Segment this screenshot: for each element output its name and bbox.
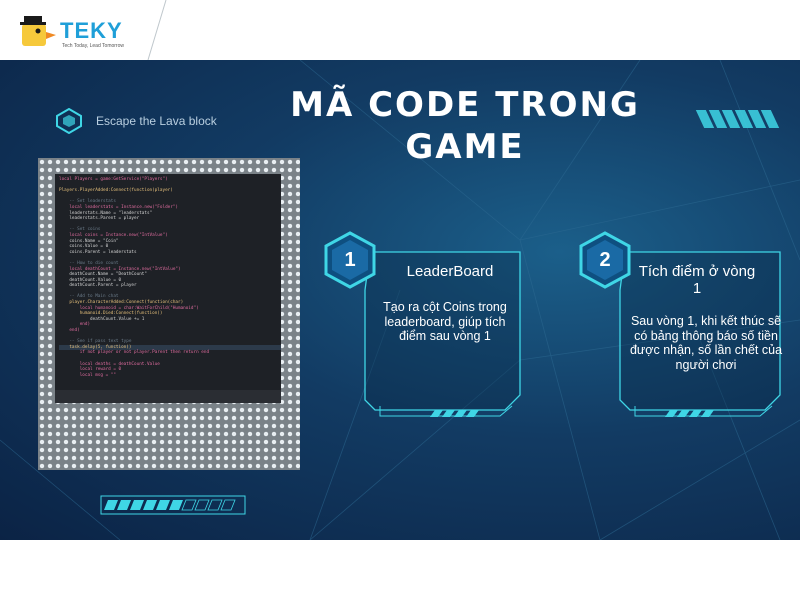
code-line: deathCount.Parent = player	[59, 283, 137, 289]
code-line: local coins = Instance.new("IntValue")	[59, 232, 168, 238]
header-divider	[147, 0, 167, 60]
code-line: -- Set coins	[59, 227, 101, 233]
code-line: local deaths = deathCount.Value	[59, 361, 160, 367]
code-line: local leaderstats = Instance.new("Folder…	[59, 204, 178, 210]
title-line-2: GAME	[405, 127, 525, 167]
card-2-badge: 2	[575, 230, 635, 290]
code-line: deathCount.Name = "DeathCount"	[59, 272, 147, 278]
card-1-title: LeaderBoard	[406, 263, 494, 280]
progress-decoration	[100, 495, 246, 515]
code-line: -- How to die count	[59, 260, 119, 266]
code-line: -- Add to Main chat	[59, 294, 119, 300]
code-line: coins.Name = "Coin"	[59, 238, 119, 244]
code-line: coins.Value = 0	[59, 244, 109, 250]
code-line: humanoid.Died:Connect(function()	[59, 311, 163, 317]
feature-card-2: 2 Tích điểm ở vòng 1 Sau vòng 1, khi kết…	[575, 230, 790, 430]
code-line: deathCount.Value = 0	[59, 277, 122, 283]
code-line: leaderstats.Parent = player	[59, 216, 140, 222]
code-line: Players.PlayerAdded:Connect(function(pla…	[59, 188, 173, 194]
chevron-decoration	[695, 110, 780, 128]
code-line: task.delay(5, function()	[59, 344, 281, 351]
code-line: if not player or not player.Parent then …	[59, 350, 210, 356]
hexagon-icon	[324, 231, 376, 289]
card-2-title: Tích điểm ở vòng 1	[638, 263, 756, 297]
code-block: local Players = game:GetService("Players…	[55, 174, 281, 390]
code-editor: local Players = game:GetService("Players…	[55, 174, 281, 403]
code-line: deathCount.Value += 1	[59, 316, 145, 322]
logo-tagline: Tech Today, Lead Tomorrow	[62, 43, 124, 49]
editor-output-panel	[55, 390, 281, 403]
card-1-number: 1	[344, 248, 356, 271]
card-2-body: Sau vòng 1, khi kết thúc sẽ có bảng thôn…	[629, 314, 783, 372]
hexagon-icon	[579, 231, 631, 289]
roblox-studio-icon	[56, 108, 82, 134]
card-2-number: 2	[599, 248, 611, 271]
card-1-frame	[364, 251, 521, 417]
code-line: player.CharacterAdded:Connect(function(c…	[59, 300, 184, 306]
card-1-badge: 1	[320, 230, 380, 290]
network-lines-decoration	[0, 60, 800, 540]
card-1-body: Tạo ra cột Coins trong leaderboard, giúp…	[383, 300, 507, 343]
game-tag: Escape the Lava block	[56, 108, 217, 134]
card-2-frame	[619, 251, 781, 417]
code-line: local Players = game:GetService("Players…	[59, 177, 168, 182]
code-line: local humanoid = char:WaitForChild("Huma…	[59, 305, 199, 311]
logo-text: TEKY	[60, 18, 123, 43]
game-name: Escape the Lava block	[96, 114, 217, 128]
code-line: leaderstats.Name = "leaderstats"	[59, 210, 153, 216]
duck-mascot-icon	[20, 16, 56, 46]
page-title: MÃ CODE TRONG GAME	[290, 84, 640, 168]
code-line: -- See if pass text type	[59, 339, 132, 345]
code-line: end)	[59, 322, 91, 328]
title-line-1: MÃ CODE TRONG	[290, 85, 640, 125]
header: TEKY Tech Today, Lead Tomorrow	[0, 0, 800, 60]
code-line: local reward = 0	[59, 367, 122, 373]
code-line: coins.Parent = leaderstats	[59, 249, 137, 255]
code-line: local deathCount = Instance.new("IntValu…	[59, 266, 181, 272]
code-screenshot-frame: local Players = game:GetService("Players…	[38, 158, 300, 470]
game-banner: Escape the Lava block MÃ CODE TRONG GAME…	[0, 60, 800, 540]
code-line: end)	[59, 328, 80, 334]
code-line: local msg = ""	[59, 372, 116, 378]
code-line: -- Set leaderstats	[59, 199, 116, 205]
teky-logo[interactable]: TEKY Tech Today, Lead Tomorrow	[8, 6, 168, 56]
feature-card-1: 1 LeaderBoard Tạo ra cột Coins trong lea…	[320, 230, 530, 430]
